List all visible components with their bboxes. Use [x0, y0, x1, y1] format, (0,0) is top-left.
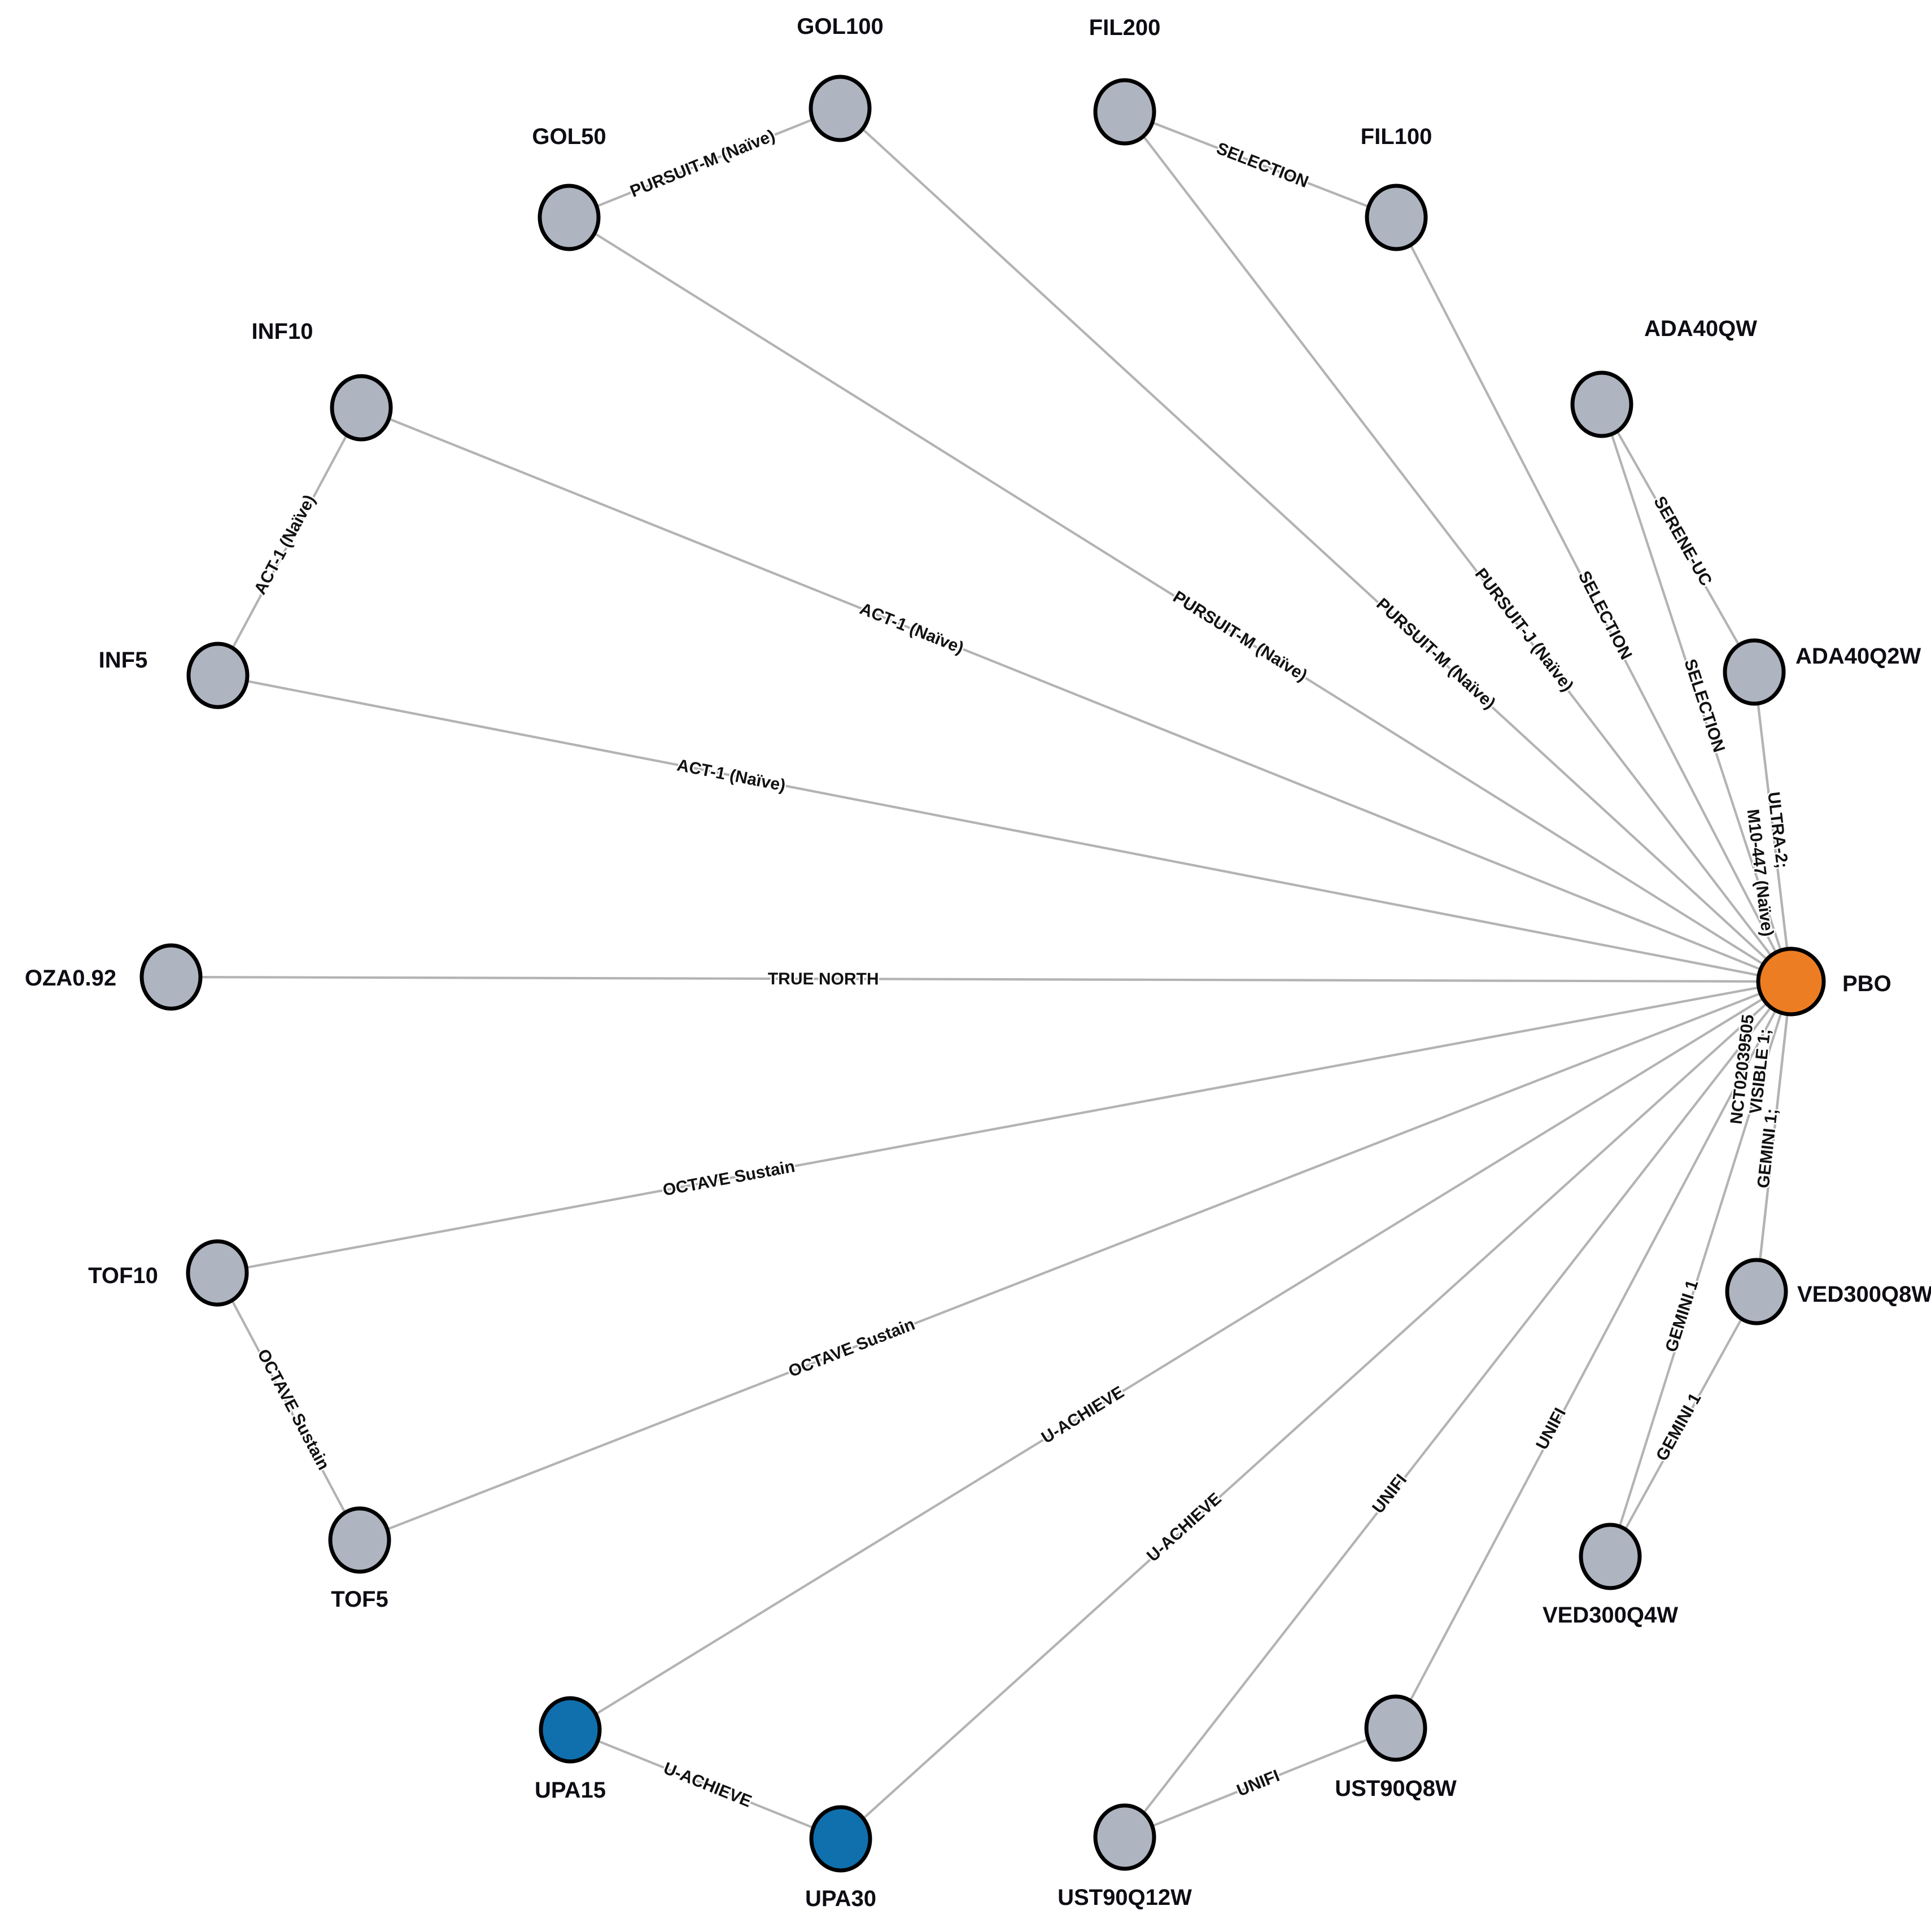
edge-label: PURSUIT-M (Naïve) — [1170, 587, 1310, 685]
edge-label: SERENE-UC — [1650, 493, 1715, 589]
edge-label: OCTAVE Sustain — [786, 1315, 918, 1381]
graph-node-ust90q8w[interactable] — [1364, 1694, 1427, 1762]
node-label-oza0-92: OZA0.92 — [25, 966, 116, 991]
graph-node-ved300q8w[interactable] — [1725, 1258, 1788, 1325]
edge-label: OCTAVE Sustain — [254, 1346, 333, 1473]
graph-node-gol100[interactable] — [809, 75, 872, 142]
graph-edge — [1150, 121, 1371, 208]
node-label-fil200: FIL200 — [1089, 15, 1161, 40]
edge-label: OCTAVE Sustain — [661, 1157, 796, 1200]
graph-node-ada40q2w[interactable] — [1723, 638, 1786, 706]
graph-edge — [1408, 242, 1778, 954]
edge-label: ACT-1 (Naïve) — [857, 599, 966, 657]
graph-node-inf5[interactable] — [186, 642, 250, 709]
edge-label: TRUE NORTH — [768, 970, 879, 989]
edge-label: GEMINI 1 — [1653, 1390, 1705, 1464]
graph-edge — [1756, 700, 1789, 950]
edge-label: SELECTION — [1680, 657, 1728, 755]
graph-edge — [385, 992, 1762, 1531]
edge-labels-layer: PURSUIT-M (Naïve)PURSUIT-M (Naïve)PURSUI… — [250, 125, 1793, 1812]
graph-edge — [230, 432, 349, 651]
node-label-pbo: PBO — [1842, 971, 1891, 996]
edge-label: U-ACHIEVE — [1038, 1383, 1128, 1447]
graph-edge — [1141, 133, 1773, 957]
graph-node-fil200[interactable] — [1093, 78, 1156, 146]
graph-edge — [593, 997, 1765, 1716]
edge-label: U-ACHIEVE — [1143, 1489, 1225, 1565]
edge-label: SELECTION — [1214, 139, 1311, 191]
graph-node-fil100[interactable] — [1365, 184, 1428, 251]
node-label-ved300q8w: VED300Q8W — [1797, 1282, 1931, 1307]
graph-edge — [1623, 1315, 1744, 1533]
edge-label: ACT-1 (Naïve) — [251, 492, 319, 598]
node-label-ust90q8w: UST90Q8W — [1335, 1776, 1457, 1801]
node-label-gol50: GOL50 — [532, 124, 606, 149]
nodes-layer — [139, 75, 1826, 1873]
graph-node-tof5[interactable] — [328, 1506, 391, 1574]
node-label-inf10: INF10 — [252, 319, 313, 344]
edge-label: GEMINI 1; — [1754, 1107, 1781, 1189]
graph-node-inf10[interactable] — [330, 374, 393, 442]
node-label-ust90q12w: UST90Q12W — [1058, 1885, 1192, 1910]
edge-label: GEMINI 1 — [1662, 1278, 1702, 1355]
node-label-ved300q4w: VED300Q4W — [1543, 1603, 1678, 1628]
graph-node-oza0-92[interactable] — [139, 943, 203, 1011]
graph-edge — [244, 986, 1760, 1269]
graph-node-upa30[interactable] — [809, 1805, 872, 1873]
edges-layer — [199, 117, 1789, 1830]
graph-edge — [1614, 428, 1742, 648]
node-label-ada40q2w: ADA40Q2W — [1795, 644, 1921, 669]
graph-edge — [1609, 430, 1783, 952]
graph-node-tof10[interactable] — [186, 1239, 249, 1307]
edge-label: UNIFI — [1234, 1767, 1282, 1800]
node-label-upa30: UPA30 — [805, 1886, 876, 1911]
graph-node-ved300q4w[interactable] — [1579, 1523, 1642, 1590]
graph-edge — [592, 231, 1765, 966]
edge-label: UNIFI — [1532, 1405, 1570, 1453]
edge-label: PURSUIT-M (Naïve) — [1373, 595, 1499, 713]
node-label-inf5: INF5 — [99, 648, 148, 673]
graph-edge — [860, 127, 1769, 961]
graph-edge — [860, 1001, 1768, 1821]
edge-label: PURSUIT-M (Naïve) — [627, 126, 777, 201]
node-label-tof10: TOF10 — [88, 1263, 158, 1288]
graph-node-gol50[interactable] — [538, 184, 601, 251]
graph-edge — [229, 1297, 348, 1516]
graph-edge — [1758, 1013, 1789, 1264]
graph-edge — [1617, 1011, 1783, 1530]
graph-edge — [1408, 1009, 1777, 1704]
node-label-ada40qw: ADA40QW — [1644, 316, 1757, 341]
graph-edge — [245, 679, 1760, 977]
graph-edge — [595, 117, 815, 208]
graph-edge — [199, 976, 1760, 983]
graph-node-upa15[interactable] — [539, 1696, 602, 1764]
node-label-fil100: FIL100 — [1361, 124, 1432, 149]
node-label-upa15: UPA15 — [535, 1778, 606, 1803]
edge-label: SELECTION — [1574, 568, 1635, 663]
edge-label: ACT-1 (Naïve) — [675, 756, 787, 795]
graph-node-pbo[interactable] — [1756, 947, 1826, 1017]
graph-edge — [387, 417, 1762, 971]
node-label-gol100: GOL100 — [797, 14, 883, 39]
edge-label: UNIFI — [1369, 1471, 1410, 1517]
edge-label: U-ACHIEVE — [661, 1759, 754, 1811]
graph-edge — [1150, 1737, 1370, 1828]
graph-node-ada40qw[interactable] — [1570, 370, 1633, 438]
node-label-tof5: TOF5 — [331, 1587, 388, 1612]
graph-edge — [596, 1739, 815, 1830]
edge-label: PURSUIT-J (Naïve) — [1471, 565, 1577, 695]
graph-edge — [1141, 1005, 1773, 1816]
graph-node-ust90q12w[interactable] — [1093, 1803, 1156, 1871]
